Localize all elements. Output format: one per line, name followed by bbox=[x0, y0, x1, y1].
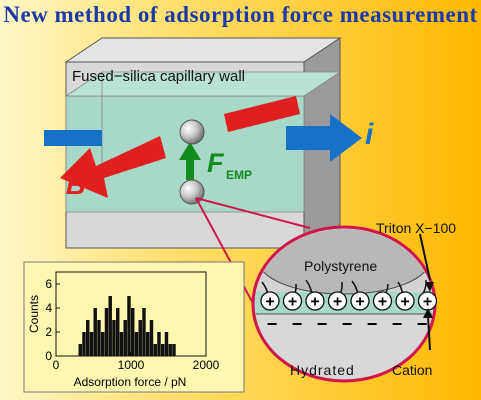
histogram-bar bbox=[146, 332, 150, 356]
zoom-line-right bbox=[195, 197, 311, 229]
x-tick-label: 0 bbox=[53, 358, 60, 372]
histogram-bar bbox=[131, 308, 135, 356]
y-tick-label: 2 bbox=[45, 325, 52, 339]
field-label: B bbox=[66, 170, 86, 200]
force-subscript: EMP bbox=[226, 168, 253, 182]
cation-pointer-head bbox=[423, 308, 433, 318]
particle-label: Polystyrene bbox=[304, 258, 378, 274]
histogram-bar bbox=[93, 308, 97, 356]
positive-charge-symbol: + bbox=[400, 294, 409, 311]
histogram-bar bbox=[119, 332, 124, 356]
zoom-line-left bbox=[195, 197, 263, 321]
positive-charge-symbol: + bbox=[288, 294, 297, 311]
capillary-wall-label: Fused−silica capillary wall bbox=[72, 68, 245, 85]
positive-charge bbox=[327, 291, 348, 311]
negative-charge: − bbox=[342, 314, 353, 334]
histogram-bar bbox=[123, 320, 127, 356]
positive-charge-symbol: + bbox=[310, 294, 319, 311]
negative-charge: − bbox=[317, 314, 328, 334]
x-tick-label: 2000 bbox=[193, 358, 220, 372]
histogram-bar bbox=[168, 344, 172, 356]
page-title: New method of adsorption force measureme… bbox=[3, 2, 478, 27]
negative-charge: − bbox=[367, 314, 378, 334]
y-tick-label: 0 bbox=[45, 349, 52, 363]
triton-pointer-head bbox=[425, 282, 434, 292]
cation-pointer bbox=[427, 315, 431, 351]
histogram-bar bbox=[112, 320, 116, 356]
field-arrow bbox=[60, 136, 166, 198]
positive-charge bbox=[260, 291, 280, 311]
current-arrow bbox=[286, 114, 362, 162]
positive-charges: + + + + + + + + bbox=[260, 291, 438, 311]
positive-charge bbox=[395, 291, 415, 311]
histogram-bar bbox=[153, 344, 157, 356]
positive-charge bbox=[282, 291, 303, 311]
particle-lower bbox=[179, 179, 205, 205]
histogram-bar bbox=[108, 296, 112, 356]
negative-charge: − bbox=[417, 314, 428, 334]
histogram-bar bbox=[172, 344, 176, 356]
field-arrow-tail bbox=[224, 96, 300, 132]
histogram-bar bbox=[78, 344, 82, 356]
hydrated-label: Hydrated bbox=[290, 362, 355, 378]
histogram-bar bbox=[142, 308, 146, 356]
histogram-bar bbox=[89, 332, 94, 356]
y-tick-label: 6 bbox=[45, 277, 52, 291]
negative-charge: − bbox=[292, 314, 303, 334]
histogram-bar bbox=[134, 332, 139, 356]
channel-top-face bbox=[64, 71, 342, 97]
histogram-bar bbox=[149, 320, 154, 356]
negative-charge: − bbox=[267, 314, 278, 334]
current-arrow-tail bbox=[44, 130, 102, 146]
force-arrow-head bbox=[179, 142, 201, 160]
positive-charge-symbol: + bbox=[355, 294, 364, 311]
positive-charge-symbol: + bbox=[423, 294, 432, 311]
positive-charge bbox=[372, 291, 393, 311]
positive-charge-symbol: + bbox=[265, 294, 274, 311]
positive-charge bbox=[350, 291, 370, 311]
histogram-bar bbox=[127, 296, 131, 356]
x-tick-label: 1000 bbox=[118, 358, 145, 372]
histogram-bar bbox=[97, 320, 101, 356]
negative-charge: − bbox=[392, 314, 403, 334]
histogram-bar bbox=[104, 308, 109, 356]
histogram-bar bbox=[138, 320, 142, 356]
positive-charge-symbol: + bbox=[378, 294, 387, 311]
histogram-xlabel: Adsorption force / pN bbox=[74, 375, 187, 389]
negative-charges: −−−−−−− bbox=[267, 314, 428, 334]
force-arrow-shaft bbox=[186, 158, 194, 180]
histogram-ylabel: Counts bbox=[27, 295, 41, 333]
histogram-bar bbox=[82, 332, 86, 356]
histogram-ticks: 0 1000 2000 0 2 4 6 bbox=[45, 277, 219, 372]
positive-charge bbox=[305, 291, 325, 311]
cation-label: Cation bbox=[392, 362, 433, 378]
histogram-bar bbox=[116, 308, 120, 356]
histogram-bar bbox=[101, 332, 105, 356]
histogram-bar bbox=[157, 332, 161, 356]
histogram-bar bbox=[161, 344, 165, 356]
histogram-bar bbox=[164, 332, 169, 356]
positive-charge-symbol: + bbox=[333, 294, 342, 311]
histogram-bars bbox=[78, 296, 176, 356]
particle-upper bbox=[179, 119, 205, 145]
capillary-top-face bbox=[64, 37, 342, 63]
y-tick-label: 4 bbox=[45, 301, 52, 315]
triton-pointer bbox=[419, 233, 431, 281]
force-label: F bbox=[207, 148, 224, 178]
current-label: i bbox=[365, 118, 374, 151]
histogram-bar bbox=[86, 320, 90, 356]
surfactant-label: Triton X−100 bbox=[376, 220, 457, 236]
